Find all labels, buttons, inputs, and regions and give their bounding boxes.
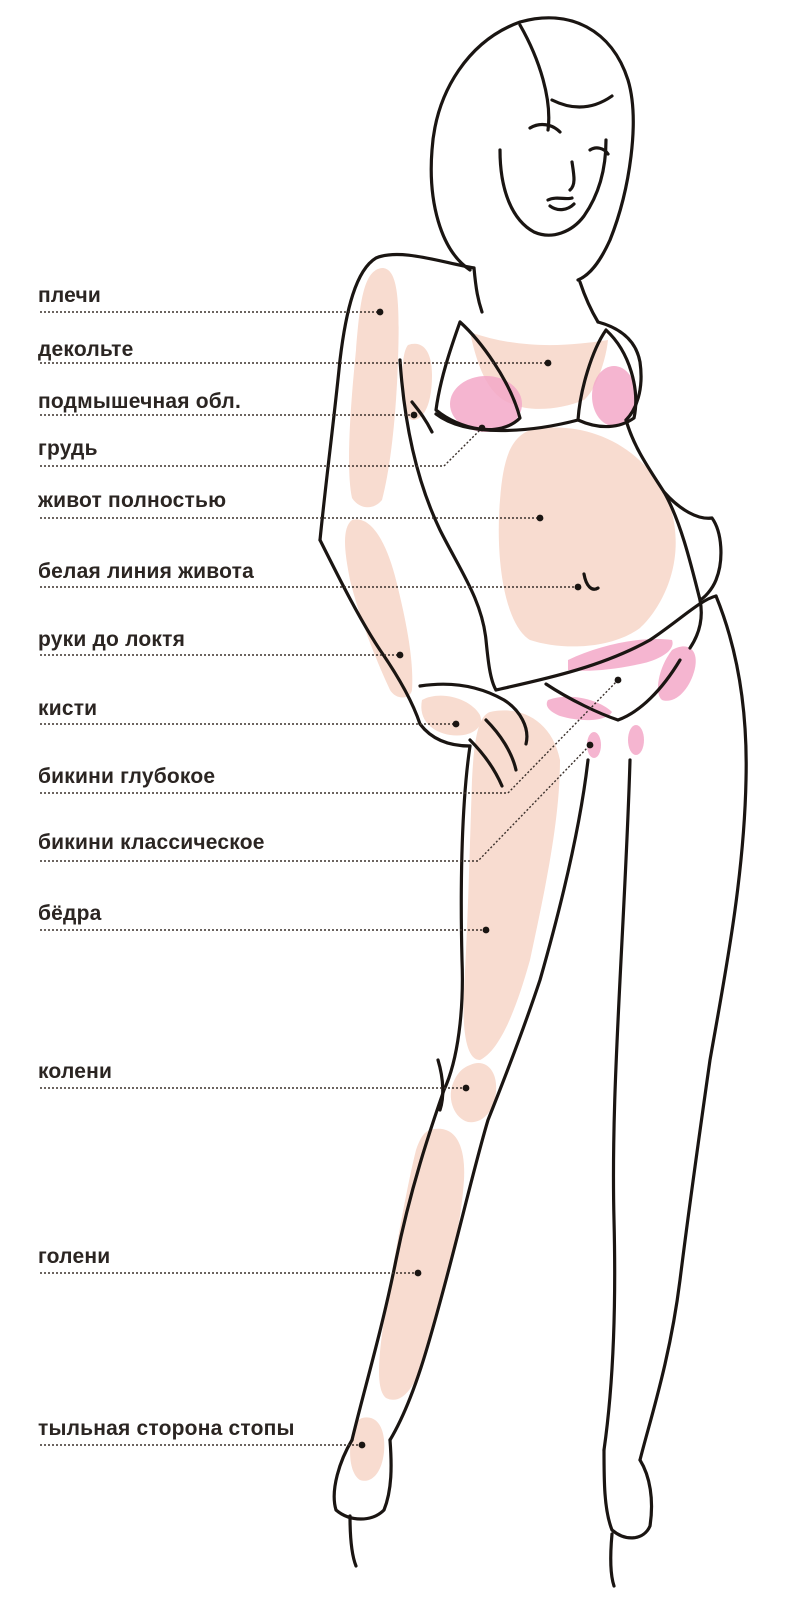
hair: [429, 16, 635, 282]
target-dot-forearms: [396, 651, 404, 659]
right-hand: [662, 490, 723, 602]
torso-right: [624, 418, 703, 650]
label-feet: тыльная сторона стопы: [38, 1417, 295, 1440]
label-belly-line: белая линия живота: [38, 560, 254, 583]
zone-breast-right: [592, 366, 636, 426]
label-underarm: подмышечная обл.: [38, 390, 241, 413]
zone-shoulders: [349, 268, 399, 508]
left-hand: [418, 682, 529, 788]
zone-bikini-side: [657, 646, 696, 701]
left-arm-inner: [398, 358, 498, 692]
right-heel: [609, 1532, 616, 1588]
neck: [472, 266, 600, 324]
panties: [544, 658, 682, 722]
bra-band: [434, 412, 580, 433]
knee-crease: [436, 1058, 445, 1112]
waist-line: [494, 594, 718, 692]
eye-left: [528, 122, 562, 134]
target-dot-feet: [358, 1441, 366, 1449]
left-heel: [348, 1514, 358, 1568]
label-knees: колени: [38, 1060, 113, 1083]
label-bikini-classic: бикини классическое: [38, 831, 265, 854]
leader-line-bikini-deep: [40, 679, 619, 794]
zone-shin: [379, 1128, 465, 1400]
left-leg-inner: [388, 758, 590, 1442]
right-leg-inner: [602, 758, 632, 1452]
label-decollete: декольте: [38, 338, 134, 361]
right-shoe: [602, 1448, 654, 1540]
target-dot-thighs: [482, 926, 490, 934]
target-dot-shins: [414, 1269, 422, 1277]
target-dot-shoulders: [376, 308, 384, 316]
target-dot-bikini-deep: [614, 676, 622, 684]
target-dot-underarm: [410, 411, 418, 419]
left-shoe: [332, 1438, 393, 1521]
target-dot-breast: [478, 424, 486, 432]
target-dot-decollete: [544, 359, 552, 367]
left-arm-outer: [318, 538, 472, 748]
zones-layer: [345, 268, 696, 1481]
bra-right-cup: [576, 328, 638, 429]
eye-right: [588, 146, 610, 156]
zone-bikini-low: [546, 696, 612, 721]
hair-fringe: [518, 23, 614, 132]
shoulder-line-left: [318, 252, 476, 542]
zone-hand: [421, 695, 481, 736]
target-dot-hands: [452, 720, 460, 728]
figure-outline: [318, 16, 748, 1588]
face: [498, 138, 608, 237]
zone-bikini-inner-left: [587, 732, 601, 758]
lips: [546, 196, 576, 212]
target-dot-bikini-classic: [586, 741, 594, 749]
leader-line-bikini-classic: [40, 744, 591, 862]
zone-forearm: [345, 519, 413, 698]
zone-bikini-inner-right: [628, 725, 644, 755]
label-hands: кисти: [38, 697, 98, 720]
target-dot-belly-line: [574, 583, 582, 591]
label-breast: грудь: [38, 437, 98, 460]
zone-breast-left: [450, 376, 522, 432]
navel: [582, 572, 600, 591]
label-shins: голени: [38, 1245, 111, 1268]
zone-knee: [450, 1063, 497, 1123]
right-leg-outer: [638, 594, 748, 1462]
target-dot-belly-full: [536, 514, 544, 522]
target-dot-knees: [462, 1084, 470, 1092]
zone-foot: [350, 1417, 385, 1481]
nose: [568, 160, 576, 192]
bra-strap: [410, 400, 434, 434]
label-forearms: руки до локтя: [38, 628, 186, 651]
leader-lines: [40, 308, 622, 1449]
label-belly-full: живот полностью: [38, 489, 227, 512]
zone-thigh: [463, 710, 560, 1060]
label-thighs: бёдра: [38, 902, 102, 925]
label-bikini-deep: бикини глубокое: [38, 765, 216, 788]
leader-line-breast: [40, 427, 483, 467]
label-shoulders: плечи: [38, 284, 102, 307]
zone-belly: [498, 427, 676, 647]
